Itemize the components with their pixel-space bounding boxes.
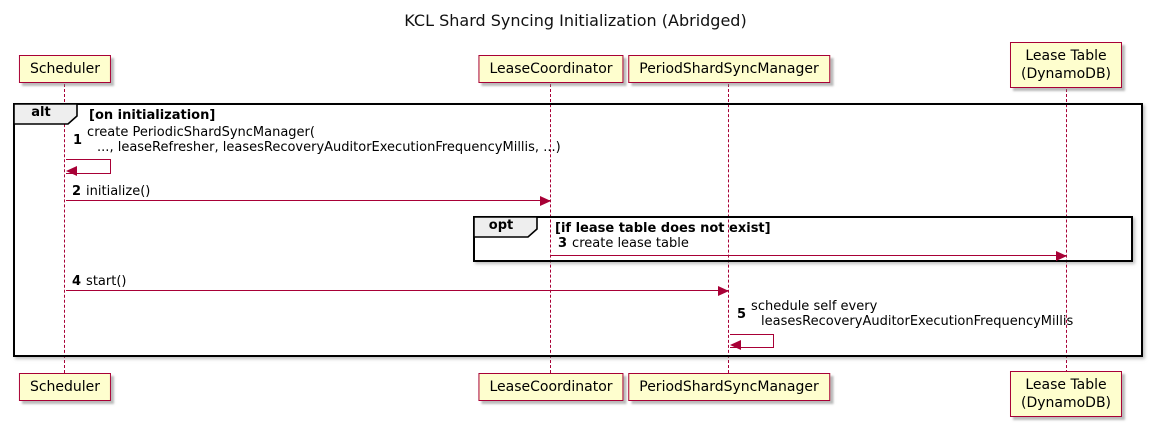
participant-scheduler-top: Scheduler	[18, 55, 112, 83]
message-3: 3 create lease table	[558, 236, 689, 251]
participant-lease-table-bottom: Lease Table (DynamoDB)	[1009, 371, 1123, 417]
message-1: 1 create PeriodicShardSyncManager( ..., …	[73, 125, 561, 155]
opt-guard: [if lease table does not exist]	[555, 221, 771, 236]
participant-label: Lease Table	[1025, 377, 1107, 393]
alt-frame: alt [on initialization]	[13, 103, 1143, 357]
message-1-line1: create PeriodicShardSyncManager(	[87, 125, 315, 140]
lifeline-lease-coordinator	[550, 84, 551, 373]
participant-lease-coordinator-bottom: LeaseCoordinator	[478, 373, 624, 401]
participant-label: Scheduler	[29, 379, 101, 395]
message-3-arrow	[551, 255, 1067, 256]
participant-lease-coordinator-top: LeaseCoordinator	[478, 55, 624, 83]
message-5: 5 schedule self every leasesRecoveryAudi…	[737, 299, 1073, 329]
arrowhead-icon	[540, 196, 551, 206]
opt-frame: opt [if lease table does not exist]	[473, 216, 1133, 262]
lifeline-scheduler	[64, 84, 65, 373]
opt-operator-pentagon-icon: opt	[473, 216, 538, 238]
message-1-selfloop-arrow	[66, 159, 111, 174]
participant-scheduler-bottom: Scheduler	[18, 373, 112, 401]
message-3-text: create lease table	[572, 236, 689, 251]
alt-operator-pentagon-icon: alt	[13, 103, 78, 125]
participant-label: Scheduler	[29, 61, 101, 77]
arrowhead-icon	[66, 166, 77, 176]
message-2-text: initialize()	[86, 184, 151, 199]
message-2: 2 initialize()	[72, 184, 150, 199]
arrowhead-icon	[718, 286, 729, 296]
participant-label-line2: (DynamoDB)	[1020, 395, 1112, 411]
message-5-selfloop-arrow	[730, 334, 774, 348]
message-2-arrow	[66, 200, 551, 201]
participant-period-shard-sync-manager-top: PeriodShardSyncManager	[628, 55, 830, 83]
lifeline-period-shard-sync-manager	[728, 84, 729, 373]
alt-operator-label: alt	[31, 105, 51, 120]
message-5-line1: schedule self every	[751, 299, 878, 314]
arrowhead-icon	[1056, 251, 1067, 261]
participant-label: LeaseCoordinator	[489, 379, 613, 395]
opt-operator-label: opt	[488, 218, 514, 233]
participant-label: PeriodShardSyncManager	[639, 61, 819, 77]
message-5-line2: leasesRecoveryAuditorExecutionFrequencyM…	[761, 314, 1074, 329]
message-1-line2: ..., leaseRefresher, leasesRecoveryAudit…	[97, 140, 561, 155]
message-4-arrow	[66, 290, 729, 291]
arrowhead-icon	[730, 340, 741, 350]
lifeline-lease-table	[1066, 84, 1067, 373]
participant-period-shard-sync-manager-bottom: PeriodShardSyncManager	[628, 373, 830, 401]
participant-label-line2: (DynamoDB)	[1020, 66, 1112, 82]
message-1-number: 1	[73, 132, 83, 148]
alt-guard: [on initialization]	[89, 108, 216, 123]
message-4-text: start()	[86, 274, 127, 289]
participant-label: Lease Table	[1025, 48, 1107, 64]
diagram-title: KCL Shard Syncing Initialization (Abridg…	[404, 11, 747, 30]
participant-label: PeriodShardSyncManager	[639, 379, 819, 395]
participant-lease-table-top: Lease Table (DynamoDB)	[1009, 42, 1123, 88]
message-5-number: 5	[737, 306, 747, 322]
message-4: 4 start()	[72, 274, 126, 289]
message-3-number: 3	[558, 236, 568, 251]
message-4-number: 4	[72, 274, 82, 289]
message-5-text: schedule self every leasesRecoveryAudito…	[751, 299, 1073, 329]
message-2-number: 2	[72, 184, 82, 199]
participant-label: LeaseCoordinator	[489, 61, 613, 77]
message-1-text: create PeriodicShardSyncManager( ..., le…	[87, 125, 561, 155]
